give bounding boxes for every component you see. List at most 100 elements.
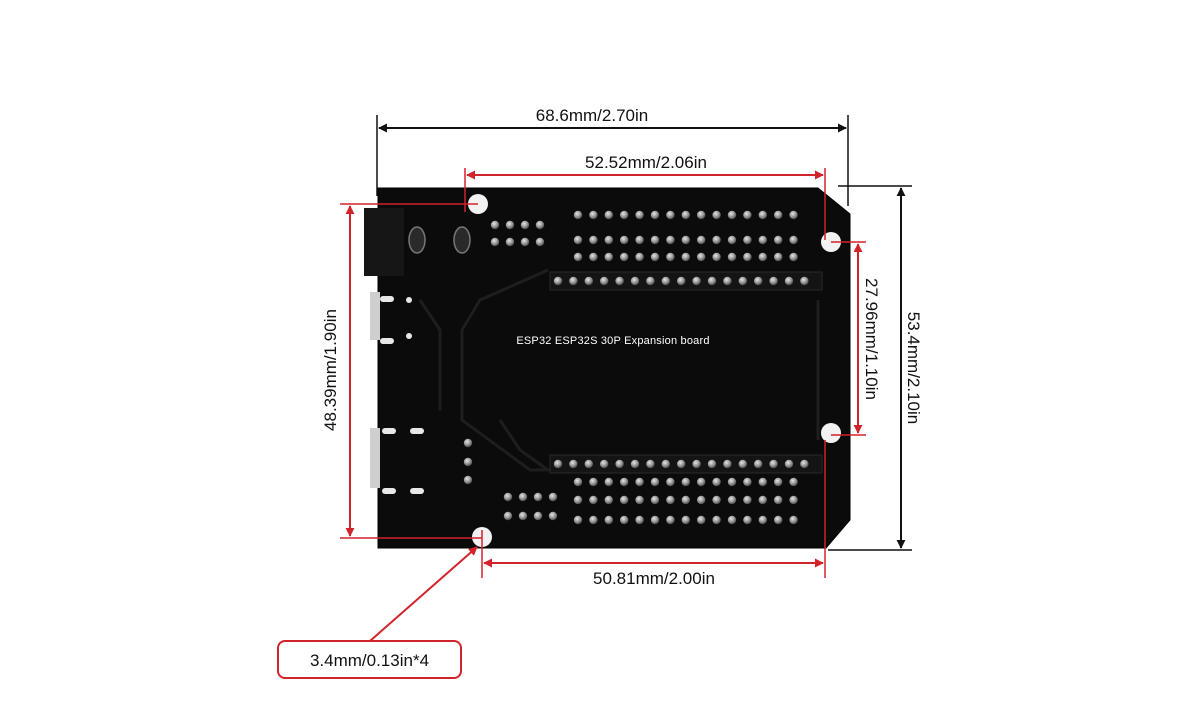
header-pin <box>754 276 763 286</box>
header-pin <box>712 210 721 220</box>
header-pin <box>712 495 721 505</box>
usb-connector-top <box>370 292 380 340</box>
overall-width-dimension: 68.6mm/2.70in <box>376 106 849 206</box>
header-pin <box>548 511 558 521</box>
pcb-traces <box>418 268 820 472</box>
header-pin <box>650 477 660 487</box>
pcb-board: ESP32 ESP32S 30P Expansion board <box>364 187 851 549</box>
header-pin <box>589 477 598 487</box>
header-pin <box>630 459 640 469</box>
header-pin <box>604 252 613 262</box>
header-pin <box>520 237 530 247</box>
header-pin <box>789 477 798 487</box>
header-pin <box>573 495 583 505</box>
header-pin <box>774 210 783 220</box>
header-pin <box>650 235 660 245</box>
header-pin <box>569 276 578 286</box>
header-pin <box>666 210 675 220</box>
header-pin <box>727 235 737 245</box>
header-pin <box>681 210 690 220</box>
header-pin <box>535 220 545 230</box>
header-pin <box>646 459 655 469</box>
header-pin <box>589 235 598 245</box>
mounting-hole <box>821 423 841 443</box>
header-pin <box>758 235 767 245</box>
header-pin <box>681 495 690 505</box>
header-pin <box>573 210 583 220</box>
header-pin <box>503 511 513 521</box>
header-pin <box>697 495 706 505</box>
header-pin <box>635 252 644 262</box>
header-pin <box>589 210 598 220</box>
header-pin <box>697 515 706 525</box>
header-pin <box>723 459 732 469</box>
header-pin <box>800 276 809 286</box>
header-pin <box>548 492 558 502</box>
header-pin <box>604 495 613 505</box>
header-pin <box>650 210 660 220</box>
header-pin <box>630 276 640 286</box>
hole-diameter-label: 3.4mm/0.13in*4 <box>310 651 429 670</box>
header-pin <box>533 492 543 502</box>
led-pad <box>382 488 396 494</box>
header-pin <box>620 210 629 220</box>
header-pin <box>789 515 798 525</box>
header-pin <box>743 495 752 505</box>
header-pin <box>784 459 794 469</box>
header-pin <box>505 220 515 230</box>
switch-component <box>453 226 471 254</box>
header-pin <box>604 477 613 487</box>
header-pin <box>463 438 473 448</box>
header-pin <box>600 276 609 286</box>
board-silkscreen-label: ESP32 ESP32S 30P Expansion board <box>516 335 709 347</box>
header-socket-bottom <box>549 454 823 474</box>
header-pin <box>712 477 721 487</box>
header-pin <box>677 276 686 286</box>
header-pin <box>604 235 613 245</box>
switch-component <box>408 226 426 254</box>
header-pin <box>615 276 624 286</box>
bottom-hole-width-dimension: 50.81mm/2.00in <box>481 440 826 588</box>
right-hole-height-label: 27.96mm/1.10in <box>862 278 881 400</box>
header-pin <box>620 515 629 525</box>
header-pin <box>666 495 675 505</box>
header-pin <box>490 237 500 247</box>
top-hole-width-dimension: 52.52mm/2.06in <box>464 153 826 240</box>
header-pin <box>463 475 473 485</box>
header-pin <box>743 515 752 525</box>
header-pin <box>604 515 613 525</box>
header-pin <box>758 495 767 505</box>
header-pin <box>789 210 798 220</box>
header-pin <box>635 210 644 220</box>
header-pin <box>666 235 675 245</box>
header-pin <box>661 459 670 469</box>
led-pad <box>382 428 396 434</box>
header-pin <box>573 477 583 487</box>
header-pin <box>635 235 644 245</box>
header-pin <box>774 495 783 505</box>
header-pin <box>743 252 752 262</box>
header-pin <box>635 515 644 525</box>
header-pin <box>650 515 660 525</box>
header-pin <box>589 515 598 525</box>
header-pin <box>774 252 783 262</box>
header-pin <box>738 459 747 469</box>
header-pin <box>666 477 675 487</box>
header-pin <box>789 495 798 505</box>
overall-width-label: 68.6mm/2.70in <box>536 106 648 125</box>
header-pin <box>635 477 644 487</box>
bottom-hole-width-label: 50.81mm/2.00in <box>593 569 715 588</box>
header-pin <box>800 459 809 469</box>
smd-leds <box>380 296 424 494</box>
header-pin <box>712 235 721 245</box>
header-pin <box>573 235 583 245</box>
header-pin <box>712 252 721 262</box>
header-pin <box>604 210 613 220</box>
header-pin <box>490 220 500 230</box>
header-pin <box>573 515 583 525</box>
header-pin <box>738 276 747 286</box>
header-pin <box>650 495 660 505</box>
header-pin <box>681 477 690 487</box>
header-pin <box>727 210 737 220</box>
